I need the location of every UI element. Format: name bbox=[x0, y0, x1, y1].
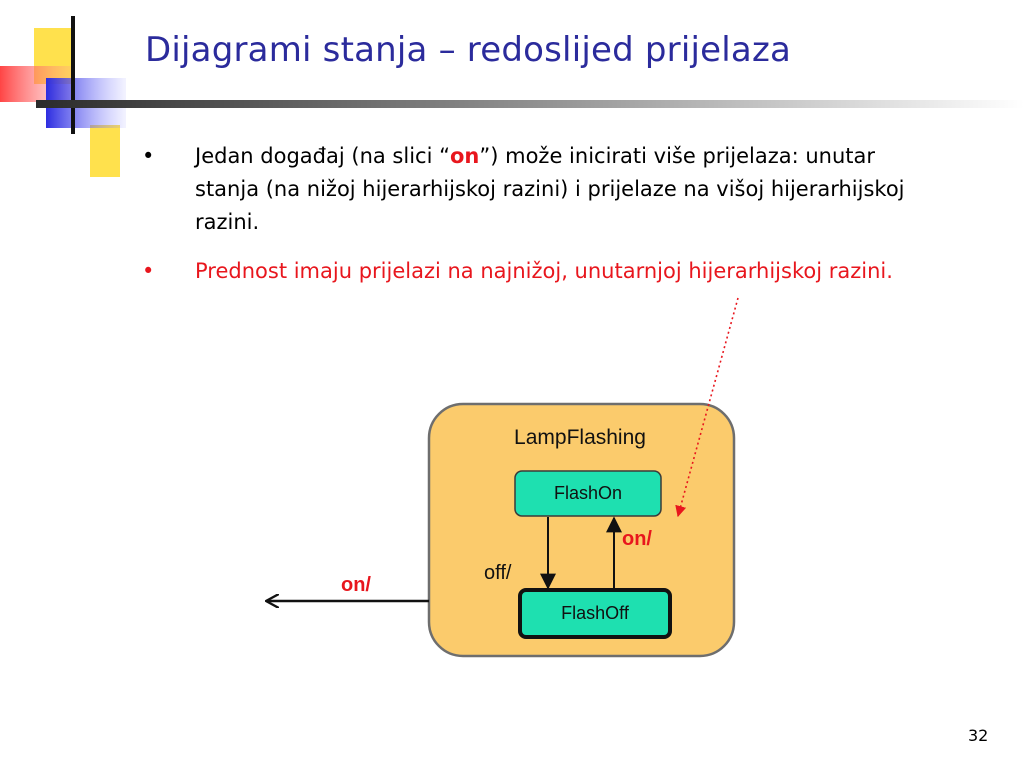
transition-on-outer-label: on/ bbox=[341, 574, 371, 596]
title-rule bbox=[36, 100, 1024, 108]
bullet-dot: • bbox=[142, 259, 155, 283]
superstate-label: LampFlashing bbox=[514, 426, 646, 449]
bullet-list: • Jedan događaj (na slici “on”) može ini… bbox=[140, 140, 930, 304]
state-flashon bbox=[514, 470, 662, 517]
bullet-dot: • bbox=[142, 144, 155, 168]
deco-yellow-square-lower bbox=[90, 125, 120, 177]
transition-on-inner-label: on/ bbox=[622, 528, 652, 550]
bullet-highlight: on bbox=[449, 144, 480, 168]
bullet-text: Prednost imaju prijelazi na najnižoj, un… bbox=[195, 259, 893, 283]
state-flashoff bbox=[518, 588, 672, 639]
bullet-text-post: ”) može inicirati više prijelaza: unutar… bbox=[195, 144, 905, 234]
bullet-item: • Prednost imaju prijelazi na najnižoj, … bbox=[140, 255, 930, 288]
state-flashon-label: FlashOn bbox=[554, 483, 622, 503]
bullet-text-pre: Jedan događaj (na slici “ bbox=[195, 144, 450, 168]
bullet-item: • Jedan događaj (na slici “on”) može ini… bbox=[140, 140, 930, 239]
page-number: 32 bbox=[968, 726, 989, 745]
slide-title: Dijagrami stanja – redoslijed prijelaza bbox=[145, 30, 792, 70]
transition-off-label: off/ bbox=[484, 562, 512, 584]
state-flashoff-label: FlashOff bbox=[561, 603, 630, 623]
